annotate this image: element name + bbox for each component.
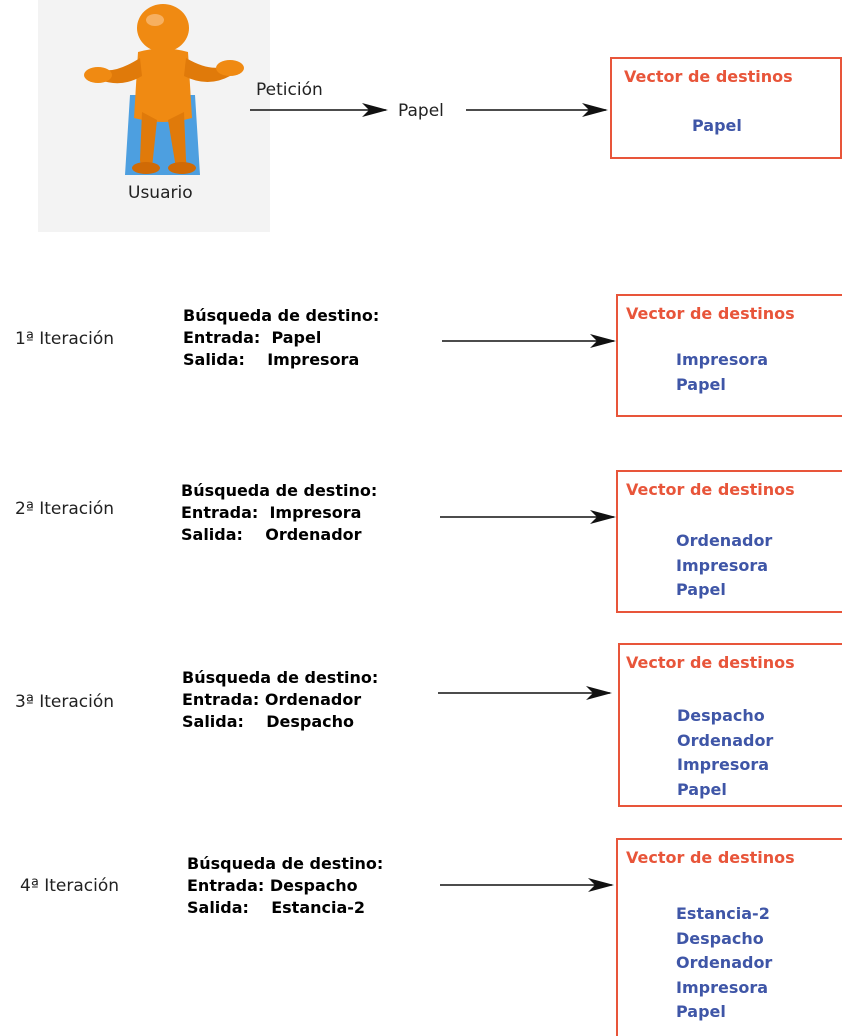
search-block-1: Búsqueda de destino: Entrada: Papel Sali… [183, 305, 379, 371]
box-item: Papel [676, 374, 726, 394]
iteration-label-2: 2ª Iteración [15, 499, 115, 519]
destination-vector-box-initial: Vector de destinos Papel [610, 57, 842, 159]
box-title: Vector de destinos [626, 848, 795, 867]
box-title: Vector de destinos [626, 653, 795, 672]
box-title: Vector de destinos [626, 304, 795, 323]
destination-vector-box-4: Vector de destinos Estancia-2 Despacho O… [616, 838, 842, 1036]
box-item: Estancia-2 [676, 904, 770, 923]
box-item: Papel [676, 1002, 726, 1021]
box-item: Ordenador [676, 953, 773, 972]
search-block-4: Búsqueda de destino: Entrada: Despacho S… [187, 853, 383, 919]
iteration-label-1: 1ª Iteración [15, 329, 115, 349]
search-output: Salida: Ordenador [181, 525, 362, 544]
search-output: Salida: Impresora [183, 350, 360, 369]
box-items: Estancia-2 Despacho Ordenador Impresora … [676, 902, 772, 1025]
box-item: Despacho [677, 706, 765, 725]
box-items: Impresora Papel [676, 348, 768, 397]
box-item: Impresora [676, 350, 769, 369]
box-item: Ordenador [677, 730, 774, 750]
box-item: Despacho [676, 928, 764, 948]
iteration-label-3: 3ª Iteración [15, 692, 115, 712]
box-items: Ordenador Impresora Papel [676, 529, 772, 603]
box-item: Impresora [676, 555, 769, 575]
search-output: Salida: Despacho [182, 712, 354, 731]
box-items: Despacho Ordenador Impresora Papel [677, 704, 773, 802]
box-title: Vector de destinos [624, 67, 793, 86]
destination-vector-box-2: Vector de destinos Ordenador Impresora P… [616, 470, 842, 613]
search-title: Búsqueda de destino: [182, 668, 379, 687]
destination-vector-box-3: Vector de destinos Despacho Ordenador Im… [618, 643, 842, 807]
user-label: Usuario [128, 183, 193, 203]
box-item: Papel [677, 779, 727, 799]
box-item: Impresora [677, 755, 770, 774]
box-item: Impresora [676, 977, 769, 997]
search-input: Entrada: Despacho [187, 876, 358, 895]
request-label: Petición [256, 80, 323, 100]
user-figure-icon [84, 4, 244, 175]
iteration-label-4: 4ª Iteración [20, 876, 120, 896]
box-item: Papel [692, 116, 742, 135]
search-title: Búsqueda de destino: [181, 481, 378, 500]
box-title: Vector de destinos [626, 480, 795, 499]
search-block-3: Búsqueda de destino: Entrada: Ordenador … [182, 667, 378, 733]
box-items: Papel [692, 114, 742, 139]
search-title: Búsqueda de destino: [183, 306, 380, 325]
search-output: Salida: Estancia-2 [187, 898, 366, 917]
search-input: Entrada: Impresora [181, 503, 362, 522]
box-item: Papel [676, 580, 726, 599]
search-input: Entrada: Ordenador [182, 690, 362, 709]
search-block-2: Búsqueda de destino: Entrada: Impresora … [181, 480, 377, 546]
request-value: Papel [398, 101, 444, 121]
search-input: Entrada: Papel [183, 328, 322, 347]
search-title: Búsqueda de destino: [187, 854, 384, 873]
destination-vector-box-1: Vector de destinos Impresora Papel [616, 294, 842, 417]
box-item: Ordenador [676, 531, 773, 550]
